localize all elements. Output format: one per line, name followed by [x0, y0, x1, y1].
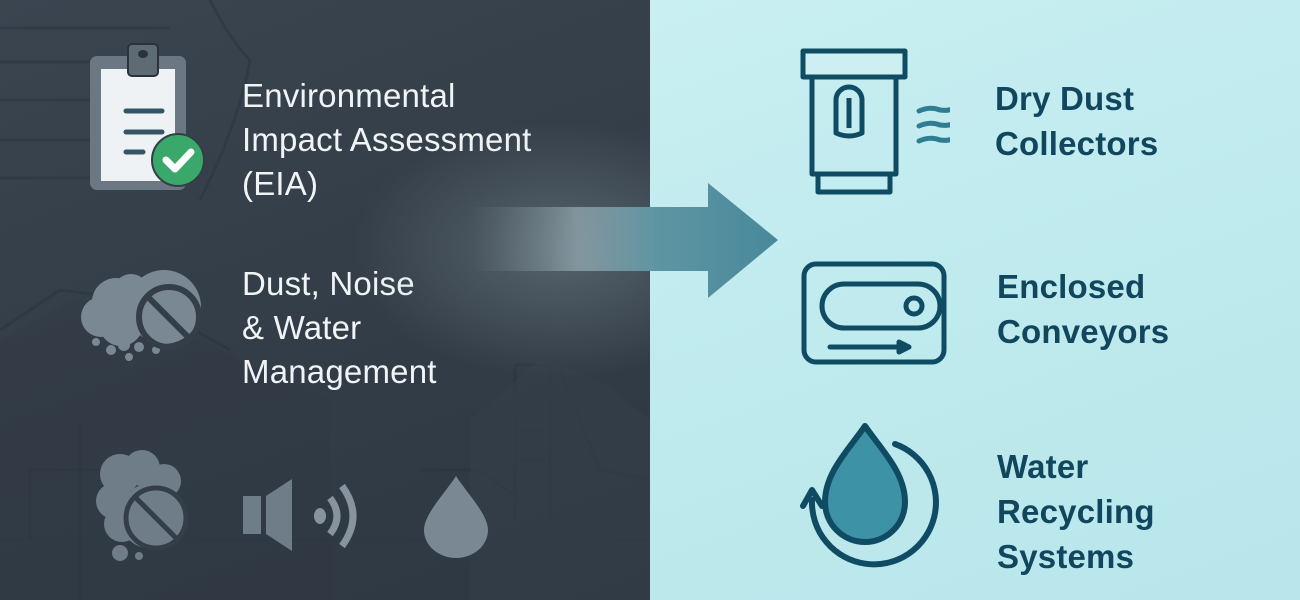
dust-collector-icon — [800, 48, 950, 195]
dnw-line-3: Management — [242, 353, 437, 390]
dust-prohibited-icon-bottom — [96, 450, 189, 561]
right-panel: Dry Dust Collectors Enclosed Conveyors W… — [650, 0, 1300, 600]
enclosed-conveyor-icon — [801, 261, 947, 365]
dust-collectors-label: Dry Dust Collectors — [995, 76, 1158, 166]
wr-line-2: Recycling — [997, 493, 1155, 530]
enclosed-conveyors-label: Enclosed Conveyors — [997, 264, 1169, 354]
dc-line-1: Dry Dust — [995, 80, 1135, 117]
dc-line-2: Collectors — [995, 125, 1159, 162]
eia-line-3: (EIA) — [242, 165, 319, 202]
water-drop-icon — [424, 476, 488, 558]
speaker-noise-icon — [243, 479, 357, 551]
eia-line-2: Impact Assessment — [242, 121, 532, 158]
clipboard-check-icon — [90, 43, 205, 190]
left-panel: Environmental Impact Assessment (EIA) Du… — [0, 0, 650, 600]
dnw-line-1: Dust, Noise — [242, 265, 415, 302]
transition-arrow-icon — [470, 183, 778, 298]
wr-line-3: Systems — [997, 538, 1135, 575]
dust-noise-water-label: Dust, Noise & Water Management — [242, 262, 437, 394]
ec-line-2: Conveyors — [997, 313, 1170, 350]
water-recycling-icon — [800, 423, 939, 568]
wr-line-1: Water — [997, 448, 1089, 485]
eia-line-1: Environmental — [242, 77, 456, 114]
dust-prohibited-icon — [81, 270, 202, 361]
dnw-line-2: & Water — [242, 309, 362, 346]
water-recycling-label: Water Recycling Systems — [997, 444, 1155, 579]
ec-line-1: Enclosed — [997, 268, 1146, 305]
